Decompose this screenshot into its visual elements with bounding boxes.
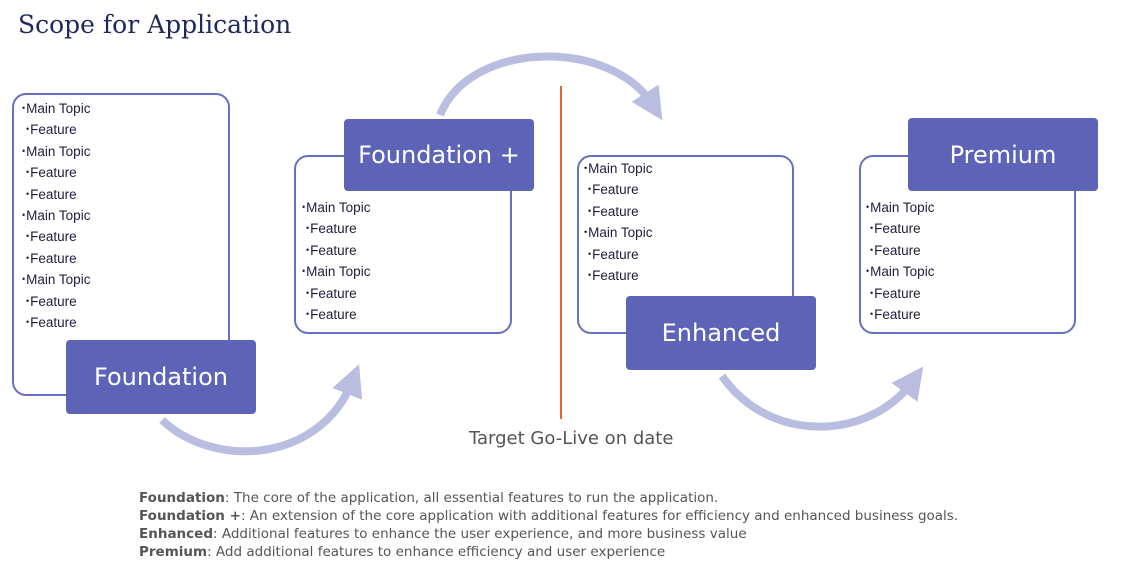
- feature-item: Feature: [302, 241, 370, 262]
- legend-term: Enhanced: [139, 526, 213, 542]
- main-topic-item: Main Topic: [584, 223, 652, 244]
- foundation-plus-label: Foundation +: [344, 119, 534, 191]
- enhanced-label: Enhanced: [626, 296, 816, 370]
- feature-item: Feature: [22, 185, 90, 206]
- feature-item: Feature: [866, 305, 934, 326]
- main-topic-item: Main Topic: [866, 262, 934, 283]
- main-topic-item: Main Topic: [22, 270, 90, 291]
- go-live-caption: Target Go-Live on date: [469, 428, 674, 449]
- legend-row: Enhanced: Additional features to enhance…: [139, 525, 958, 543]
- page-title: Scope for Application: [18, 10, 292, 39]
- feature-item: Feature: [22, 313, 90, 334]
- feature-item: Feature: [866, 284, 934, 305]
- legend-row: Premium: Add additional features to enha…: [139, 543, 958, 561]
- foundation-plus-items: Main TopicFeatureFeatureMain TopicFeatur…: [302, 198, 370, 326]
- main-topic-item: Main Topic: [302, 198, 370, 219]
- feature-item: Feature: [584, 245, 652, 266]
- legend-term: Foundation +: [139, 508, 241, 524]
- main-topic-item: Main Topic: [866, 198, 934, 219]
- feature-item: Feature: [22, 249, 90, 270]
- feature-item: Feature: [302, 219, 370, 240]
- feature-item: Feature: [22, 120, 90, 141]
- legend-row: Foundation: The core of the application,…: [139, 489, 958, 507]
- feature-item: Feature: [302, 284, 370, 305]
- feature-item: Feature: [22, 163, 90, 184]
- main-topic-item: Main Topic: [584, 159, 652, 180]
- feature-item: Feature: [584, 180, 652, 201]
- enhanced-items: Main TopicFeatureFeatureMain TopicFeatur…: [584, 159, 652, 287]
- legend: Foundation: The core of the application,…: [139, 489, 958, 561]
- main-topic-item: Main Topic: [302, 262, 370, 283]
- legend-desc: : Additional features to enhance the use…: [213, 526, 747, 542]
- legend-desc: : Add additional features to enhance eff…: [207, 544, 666, 560]
- legend-term: Premium: [139, 544, 208, 560]
- main-topic-item: Main Topic: [22, 142, 90, 163]
- foundation-label: Foundation: [66, 340, 256, 414]
- foundation-items: Main TopicFeatureMain TopicFeatureFeatur…: [22, 99, 90, 334]
- premium-items: Main TopicFeatureFeatureMain TopicFeatur…: [866, 198, 934, 326]
- feature-item: Feature: [866, 219, 934, 240]
- arrow-enhanced-to-premium: [718, 366, 924, 431]
- arrow-foundation-plus-to-enhanced: [436, 52, 663, 121]
- feature-item: Feature: [22, 227, 90, 248]
- legend-term: Foundation: [139, 490, 225, 506]
- feature-item: Feature: [584, 202, 652, 223]
- legend-row: Foundation +: An extension of the core a…: [139, 507, 958, 525]
- feature-item: Feature: [584, 266, 652, 287]
- premium-label: Premium: [908, 118, 1098, 191]
- go-live-divider: [560, 86, 562, 419]
- legend-desc: : The core of the application, all essen…: [224, 490, 719, 506]
- feature-item: Feature: [302, 305, 370, 326]
- legend-desc: : An extension of the core application w…: [240, 508, 959, 524]
- arrow-foundation-to-foundation-plus: [159, 364, 363, 456]
- main-topic-item: Main Topic: [22, 99, 90, 120]
- feature-item: Feature: [866, 241, 934, 262]
- main-topic-item: Main Topic: [22, 206, 90, 227]
- feature-item: Feature: [22, 292, 90, 313]
